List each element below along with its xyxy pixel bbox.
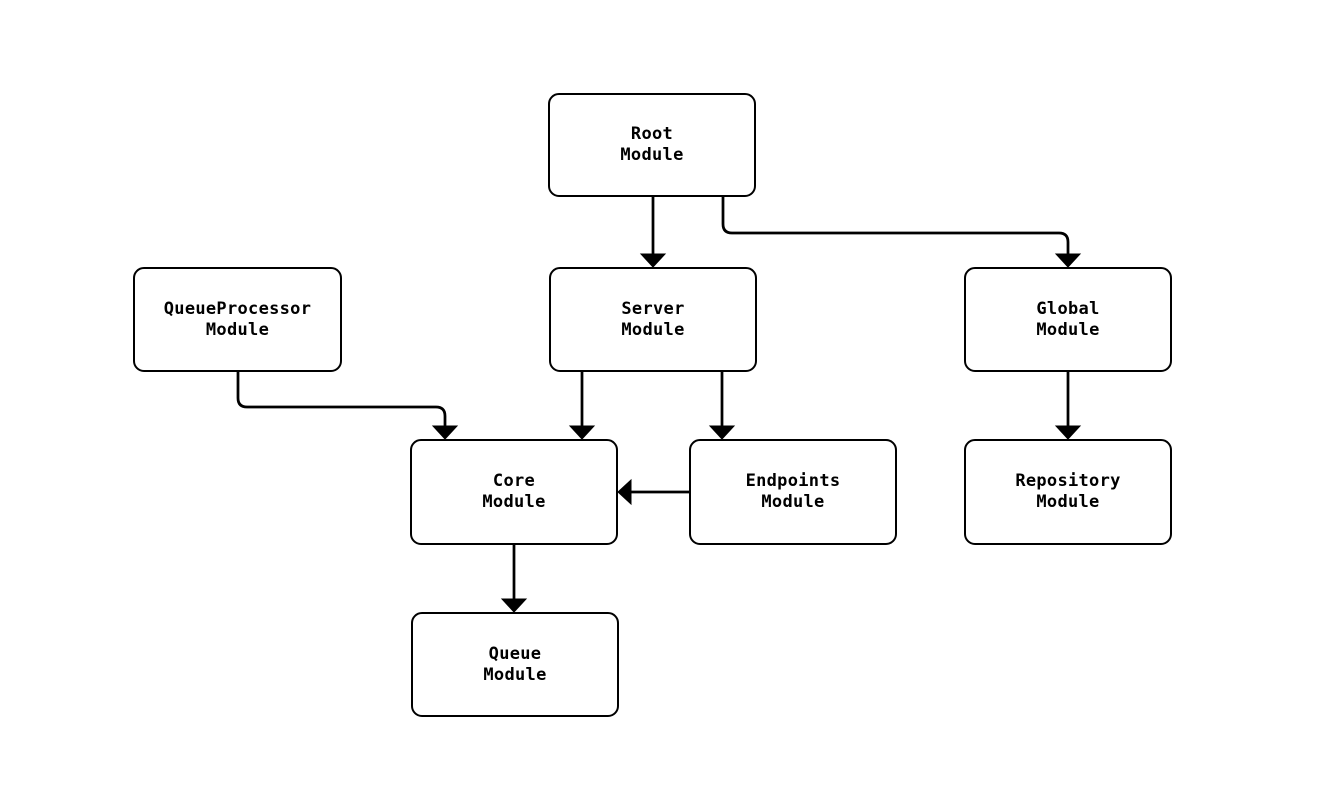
node-label: Repository Module: [1015, 471, 1121, 512]
arrowhead-icon: [639, 253, 667, 268]
arrowhead-icon: [617, 478, 632, 506]
node-endpoints: Endpoints Module: [689, 439, 897, 545]
arrowhead-icon: [1054, 253, 1082, 268]
node-label: Global Module: [1036, 298, 1100, 340]
node-label: Root Module: [620, 124, 684, 165]
node-label: Queue Module: [483, 643, 547, 685]
node-queue: Queue Module: [411, 612, 619, 717]
node-label: QueueProcessor Module: [163, 298, 312, 340]
node-queueProcessor: QueueProcessor Module: [133, 267, 342, 372]
node-server: Server Module: [549, 267, 757, 372]
arrowhead-icon: [708, 425, 736, 440]
node-core: Core Module: [410, 439, 618, 545]
node-label: Endpoints Module: [745, 471, 841, 512]
node-root: Root Module: [548, 93, 756, 197]
node-label: Core Module: [482, 471, 546, 512]
arrowhead-icon: [500, 598, 528, 613]
node-label: Server Module: [621, 298, 685, 340]
node-repository: Repository Module: [964, 439, 1172, 545]
edge-queueProcessor-to-core: [236, 370, 447, 428]
arrowhead-icon: [568, 425, 596, 440]
edge-root-to-global: [721, 195, 1070, 256]
arrowhead-icon: [431, 425, 459, 440]
arrowhead-icon: [1054, 425, 1082, 440]
node-global: Global Module: [964, 267, 1172, 372]
